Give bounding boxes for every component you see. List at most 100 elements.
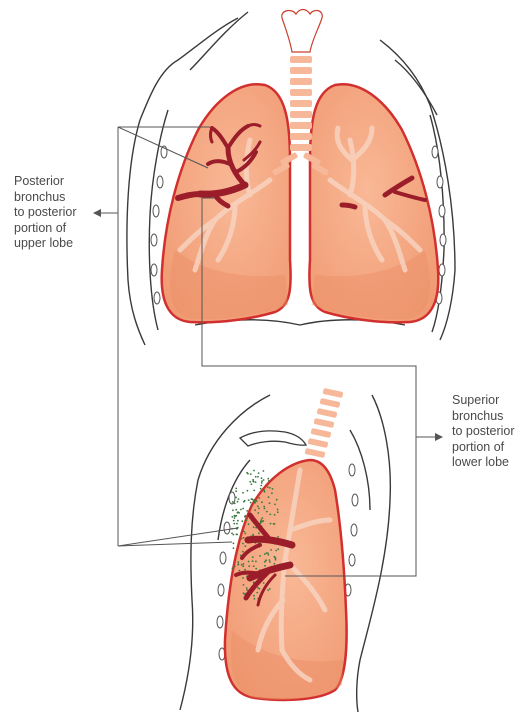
infection-dot <box>263 582 265 584</box>
infection-dot <box>269 514 271 516</box>
infection-dot <box>242 492 244 494</box>
infection-dot <box>233 547 235 549</box>
infection-dot <box>268 480 270 482</box>
infection-dot <box>243 563 245 565</box>
left-arrow-icon <box>93 209 101 217</box>
infection-dot <box>260 488 262 490</box>
infection-dot <box>255 481 257 483</box>
infection-dot <box>252 480 254 482</box>
infection-dot <box>274 556 276 558</box>
infection-dot <box>266 511 268 513</box>
infection-dot <box>260 485 262 487</box>
infection-dot <box>271 492 273 494</box>
infection-dot <box>240 509 242 511</box>
label-line: lower lobe <box>452 455 522 471</box>
infection-dot <box>273 523 275 525</box>
infection-dot <box>277 511 279 513</box>
label-line: portion of <box>14 221 94 237</box>
infection-dot <box>235 490 237 492</box>
infection-dot <box>264 565 266 567</box>
infection-dot <box>254 509 256 511</box>
infection-dot <box>232 509 234 511</box>
infection-dot <box>242 551 244 553</box>
infection-dot <box>256 592 258 594</box>
infection-dot <box>257 476 259 478</box>
infection-dot <box>270 549 272 551</box>
infection-dot <box>274 514 276 516</box>
infection-dot <box>255 568 257 570</box>
infection-dot <box>235 515 237 517</box>
infection-dot <box>260 519 262 521</box>
infection-dot <box>264 491 266 493</box>
infection-dot <box>255 561 257 563</box>
infection-dot <box>274 563 276 565</box>
infection-dot <box>267 478 269 480</box>
infection-dot <box>248 499 250 501</box>
infection-dot <box>235 497 237 499</box>
infection-dot <box>233 542 235 544</box>
infection-dot <box>258 497 260 499</box>
infection-dot <box>257 505 259 507</box>
infection-dot <box>236 523 238 525</box>
infection-dot <box>237 511 239 513</box>
infection-dot <box>233 523 235 525</box>
infection-dot <box>267 486 269 488</box>
infection-dot <box>244 569 246 571</box>
infection-dot <box>257 512 259 514</box>
infection-dot <box>243 531 245 533</box>
infection-dot <box>274 504 276 506</box>
infection-dot <box>237 501 239 503</box>
infection-dot <box>267 589 269 591</box>
infection-dot <box>268 496 270 498</box>
infection-dot <box>266 552 268 554</box>
infection-dot <box>259 555 261 557</box>
infection-dot <box>264 553 266 555</box>
infection-dot <box>244 515 246 517</box>
label-line: bronchus <box>452 409 522 425</box>
infection-dot <box>250 506 252 508</box>
infection-dot <box>261 482 263 484</box>
infection-dot <box>263 479 265 481</box>
infection-dot <box>264 561 266 563</box>
infection-dot <box>262 521 264 523</box>
infection-dot <box>261 480 263 482</box>
infection-dot <box>248 523 250 525</box>
infection-dot <box>249 481 251 483</box>
infection-dot <box>253 565 255 567</box>
right-arrow-icon <box>435 433 443 441</box>
infection-dot <box>247 490 249 492</box>
infection-dot <box>247 473 249 475</box>
infection-dot <box>277 548 279 550</box>
infection-dot <box>272 488 274 490</box>
infection-dot <box>231 516 233 518</box>
infection-dot <box>235 509 237 511</box>
infection-dot <box>259 588 261 590</box>
infection-dot <box>248 565 250 567</box>
label-line: Posterior <box>14 174 94 190</box>
infection-dot <box>256 500 258 502</box>
infection-dot <box>234 566 236 568</box>
infection-dot <box>269 487 271 489</box>
infection-dot <box>235 488 237 490</box>
infection-dot <box>252 556 254 558</box>
infection-dot <box>234 503 236 505</box>
infection-dot <box>263 506 265 508</box>
infection-dot <box>242 543 244 545</box>
infection-dot <box>234 515 236 517</box>
infection-dot <box>265 559 267 561</box>
infection-dot <box>258 472 260 474</box>
superior-lower-lobe-label: Superior bronchus to posterior portion o… <box>452 393 522 471</box>
label-line: bronchus <box>14 190 94 206</box>
infection-dot <box>244 545 246 547</box>
infection-dot <box>263 489 265 491</box>
infection-dot <box>254 598 256 600</box>
infection-dot <box>250 502 252 504</box>
infection-dot <box>268 554 270 556</box>
clavicle <box>240 431 306 446</box>
infection-dot <box>255 476 257 478</box>
infection-dot <box>241 564 243 566</box>
infection-dot <box>243 592 245 594</box>
infection-dot <box>263 470 265 472</box>
infection-dot <box>250 473 252 475</box>
infection-dot <box>252 534 254 536</box>
